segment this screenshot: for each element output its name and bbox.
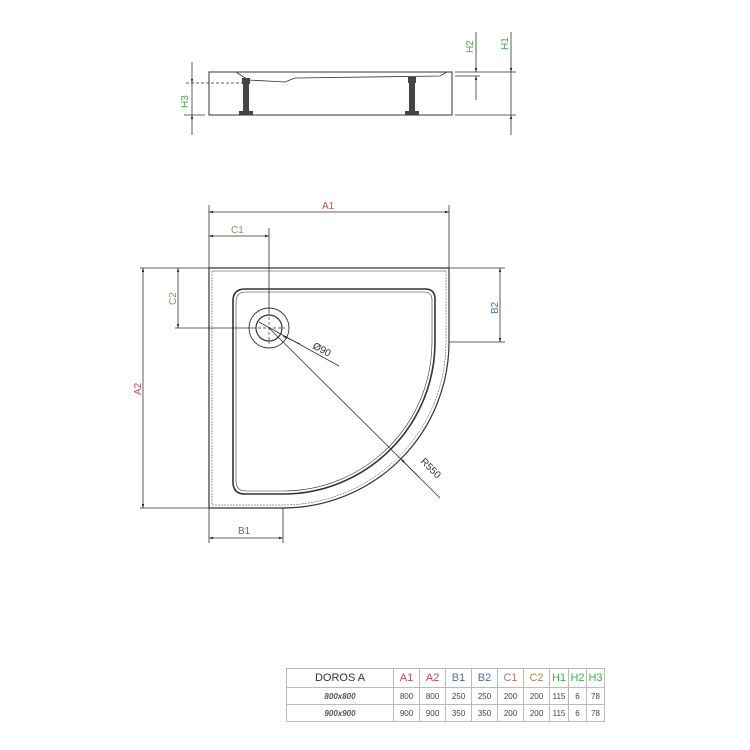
row-size: 800x800 [286,687,394,705]
cell: 200 [523,704,550,722]
h1-label: H1 [500,37,511,50]
cell: 250 [471,687,498,705]
cell: 78 [586,704,605,722]
top-view [140,205,505,543]
cell: 115 [549,687,569,705]
cell: 250 [445,687,472,705]
col-header-h1: H1 [549,668,569,688]
b1-label: B1 [238,526,251,537]
adjustable-leg-right [405,77,419,115]
basin-outline [232,288,436,495]
cell: 6 [568,704,587,722]
cell: 900 [419,704,446,722]
cell: 78 [586,687,605,705]
tray-side-profile [208,71,453,116]
a2-label: A2 [133,382,144,395]
spec-table: DOROS A A1 A2 B1 B2 C1 C2 H1 H2 H3 800x8… [286,668,605,722]
table-row: 900x900 900 900 350 350 200 200 115 6 78 [286,704,605,722]
col-header-c1: C1 [497,668,524,688]
col-header-b2: B2 [471,668,498,688]
table-row: 800x800 800 800 250 250 200 200 115 6 78 [286,687,605,705]
cell: 200 [497,704,524,722]
col-header-a1: A1 [393,668,420,688]
col-header-c2: C2 [523,668,550,688]
cell: 350 [445,704,472,722]
col-header-b1: B1 [445,668,472,688]
model-name: DOROS A [286,668,394,688]
cell: 800 [419,687,446,705]
cell: 115 [549,704,569,722]
cell: 900 [393,704,420,722]
c2-label: C2 [168,292,179,305]
h2-label: H2 [465,40,476,53]
adjustable-leg-left [239,78,253,115]
row-size: 900x900 [286,704,394,722]
col-header-h3: H3 [586,668,605,688]
a1-label: A1 [322,201,335,212]
radius-label: R550 [418,456,443,481]
tray-outline [208,267,450,509]
cell: 350 [471,704,498,722]
cell: 6 [568,687,587,705]
side-view [184,32,516,135]
cell: 200 [497,687,524,705]
drain-diameter-leader [258,321,340,367]
cell: 800 [393,687,420,705]
spec-table-header: DOROS A A1 A2 B1 B2 C1 C2 H1 H2 H3 [286,668,605,688]
h3-label: H3 [180,95,191,108]
b2-label: B2 [490,301,501,314]
col-header-h2: H2 [568,668,587,688]
col-header-a2: A2 [419,668,446,688]
cell: 200 [523,687,550,705]
c1-label: C1 [231,225,244,236]
